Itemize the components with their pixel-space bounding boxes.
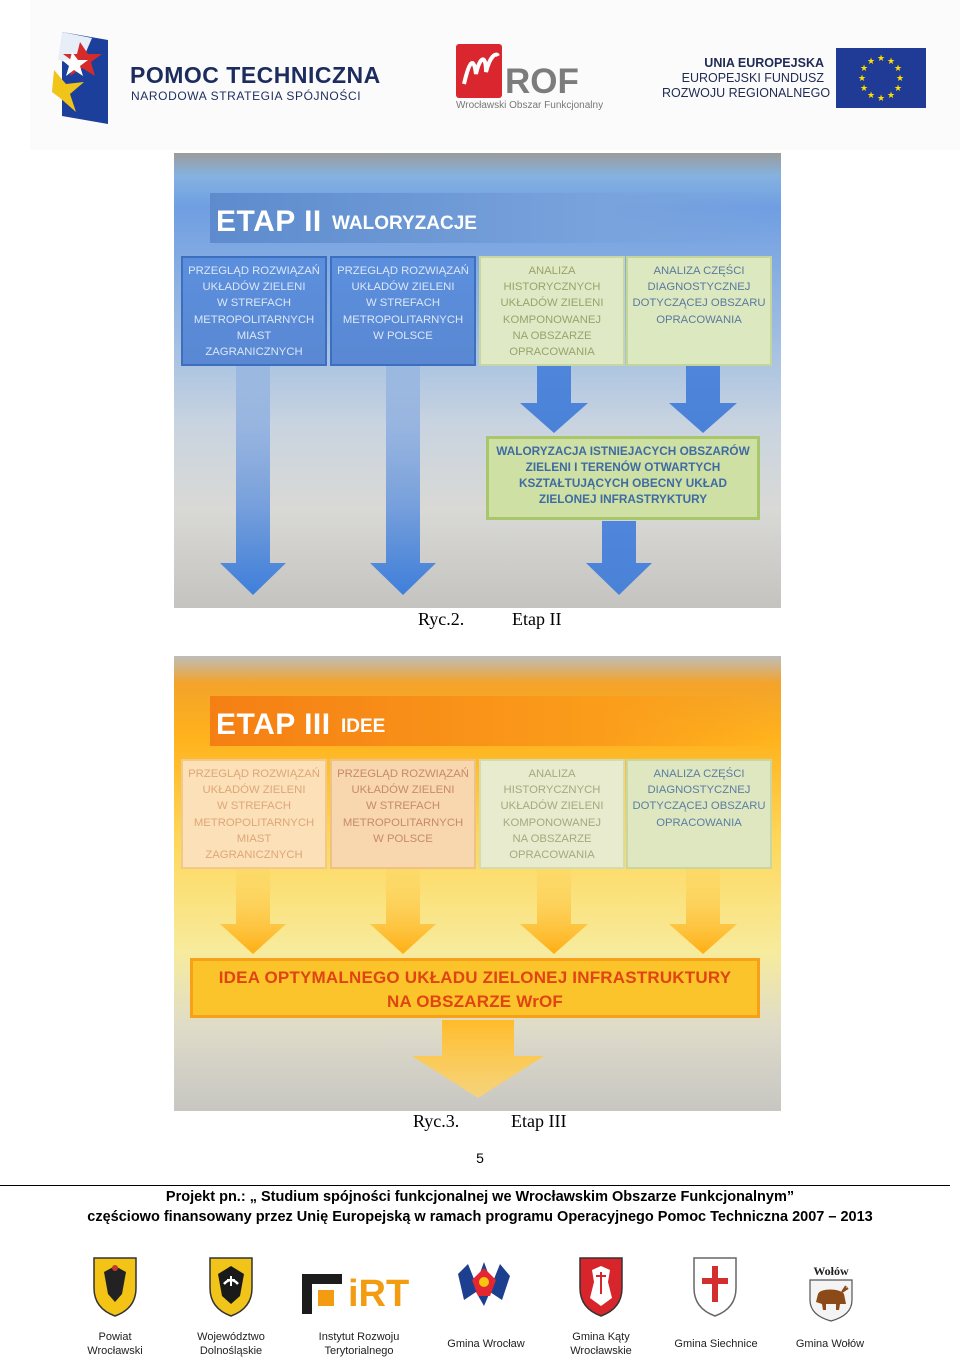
- etap-ii-box-3: ANALIZA HISTORYCZNYCH UKŁADÓW ZIELENI KO…: [479, 256, 625, 366]
- footer-funding-line: częściowo finansowany przez Unię Europej…: [87, 1209, 873, 1225]
- etap-ii-heading: ETAP II: [216, 205, 322, 238]
- arrow-1: [220, 868, 286, 954]
- arrow-2: [370, 868, 436, 954]
- bottom-arrow: [586, 521, 652, 595]
- ue-line-2: EUROPEJSKI FUNDUSZ: [681, 71, 824, 85]
- etap-ii-box-4: ANALIZA CZĘŚCI DIAGNOSTYCZNEJ DOTYCZĄCEJ…: [626, 256, 772, 366]
- svg-text:★: ★: [894, 64, 902, 74]
- arrow-4: [669, 868, 737, 954]
- arrow-3: [520, 868, 588, 954]
- figure-etap-iii: ETAP III IDEE PRZEGLĄD ROZWIĄZAŃ UKŁADÓW…: [174, 656, 781, 1111]
- powiat-wroclawski-coat-of-arms-icon: [93, 1257, 137, 1317]
- etap-iii-arrows: [220, 868, 737, 1098]
- svg-text:★: ★: [877, 54, 885, 64]
- gmina-siechnice-coat-of-arms-icon: [693, 1257, 737, 1317]
- page-number: 5: [476, 1150, 484, 1166]
- gmina-wroclaw-logo-icon: [458, 1262, 510, 1306]
- figure-etap-ii: ETAP II WALORYZACJE PRZEGLĄD ROZWIĄZAŃ U…: [174, 153, 781, 608]
- rof-w-glyph-icon: [462, 52, 500, 85]
- sponsor-label-gmina-katy: Gmina Kąty Wrocławskie: [570, 1331, 632, 1357]
- caption-ryc-3-text: Etap III: [511, 1111, 567, 1131]
- footer-divider: [0, 1185, 950, 1186]
- long-arrow-1: [220, 365, 286, 595]
- eu-stars-icon: ★★★ ★★★ ★★★ ★★★: [858, 54, 904, 104]
- svg-text:★: ★: [896, 74, 904, 84]
- pomoc-techniczna-subtitle: NARODOWA STRATEGIA SPÓJNOŚCI: [131, 89, 362, 103]
- svg-text:★: ★: [877, 94, 885, 104]
- etap-iii-phase: IDEE: [341, 716, 386, 737]
- short-arrow-3: [520, 365, 588, 433]
- caption-ryc-2-number: Ryc.2.: [418, 609, 465, 629]
- svg-text:★: ★: [867, 57, 875, 67]
- svg-text:★: ★: [860, 64, 868, 74]
- ue-line-1: UNIA EUROPEJSKA: [704, 56, 824, 70]
- svg-text:★: ★: [860, 84, 868, 94]
- caption-ryc-2-text: Etap II: [512, 609, 562, 629]
- short-arrow-4: [669, 365, 737, 433]
- etap-iii-title-band: [210, 696, 770, 746]
- svg-text:★: ★: [867, 91, 875, 101]
- irt-mark-icon: [302, 1274, 342, 1314]
- pomoc-techniczna-title: POMOC TECHNICZNA: [130, 62, 381, 88]
- wolow-logo-text: Wołów: [813, 1264, 849, 1278]
- etap-iii-box-4: ANALIZA CZĘŚCI DIAGNOSTYCZNEJ DOTYCZĄCEJ…: [626, 759, 772, 869]
- sponsor-label-irt: Instytut Rozwoju Terytorialnego: [318, 1331, 400, 1357]
- sponsor-label-gmina-wolow: Gmina Wołów: [795, 1338, 865, 1350]
- gmina-wolow-logo: Wołów: [806, 1264, 856, 1322]
- etap-iii-result-box: IDEA OPTYMALNEGO UKŁADU ZIELONEJ INFRAST…: [190, 958, 760, 1018]
- svg-text:★: ★: [894, 84, 902, 94]
- etap-ii-title-band: [210, 193, 770, 243]
- etap-iii-box-3: ANALIZA HISTORYCZNYCH UKŁADÓW ZIELENI KO…: [479, 759, 625, 869]
- etap-ii-phase: WALORYZACJE: [332, 213, 477, 234]
- bottom-arrow: [412, 1020, 544, 1098]
- rof-logo-mark: [456, 44, 502, 98]
- caption-ryc-3-number: Ryc.3.: [413, 1111, 460, 1131]
- rof-logo-text: ROF: [505, 62, 579, 101]
- sponsor-label-powiat-wroclawski: Powiat Wrocławski: [87, 1331, 143, 1357]
- sponsor-label-gmina-wroclaw: Gmina Wrocław: [447, 1338, 525, 1350]
- eu-flag-icon: ★★★ ★★★ ★★★ ★★★: [836, 48, 926, 108]
- sponsor-label-gmina-siechnice: Gmina Siechnice: [674, 1338, 758, 1350]
- svg-text:★: ★: [887, 91, 895, 101]
- etap-iii-box-1: PRZEGLĄD ROZWIĄZAŃ UKŁADÓW ZIELENI W STR…: [181, 759, 327, 869]
- irt-logo-text: iRT: [348, 1273, 410, 1315]
- svg-text:★: ★: [858, 74, 866, 84]
- long-arrow-2: [370, 365, 436, 595]
- sponsor-label-wojewodztwo: Województwo Dolnośląskie: [197, 1331, 265, 1357]
- etap-ii-arrows: [220, 365, 737, 595]
- rof-logo-subtitle: Wrocławski Obszar Funkcjonalny: [456, 100, 604, 111]
- etap-ii-box-1: PRZEGLĄD ROZWIĄZAŃ UKŁADÓW ZIELENI W STR…: [181, 256, 327, 366]
- irt-logo: iRT: [298, 1270, 422, 1318]
- svg-text:★: ★: [887, 57, 895, 67]
- gmina-wolow-ox-icon: [809, 1279, 853, 1322]
- etap-iii-heading: ETAP III: [216, 708, 331, 741]
- ue-line-3: ROZWOJU REGIONALNEGO: [662, 86, 831, 100]
- wojewodztwo-dolnoslaskie-coat-of-arms-icon: [209, 1257, 253, 1317]
- pomoc-techniczna-flag-icon: [52, 32, 108, 124]
- etap-ii-box-2: PRZEGLĄD ROZWIĄZAŃ UKŁADÓW ZIELENI W STR…: [330, 256, 476, 366]
- etap-ii-result-box: WALORYZACJA ISTNIEJACYCH OBSZARÓW ZIELEN…: [486, 436, 760, 520]
- etap-iii-box-2: PRZEGLĄD ROZWIĄZAŃ UKŁADÓW ZIELENI W STR…: [330, 759, 476, 869]
- footer-project-line: Projekt pn.: „ Studium spójności funkcjo…: [165, 1189, 795, 1205]
- gmina-katy-wroclawskie-coat-of-arms-icon: [579, 1257, 623, 1317]
